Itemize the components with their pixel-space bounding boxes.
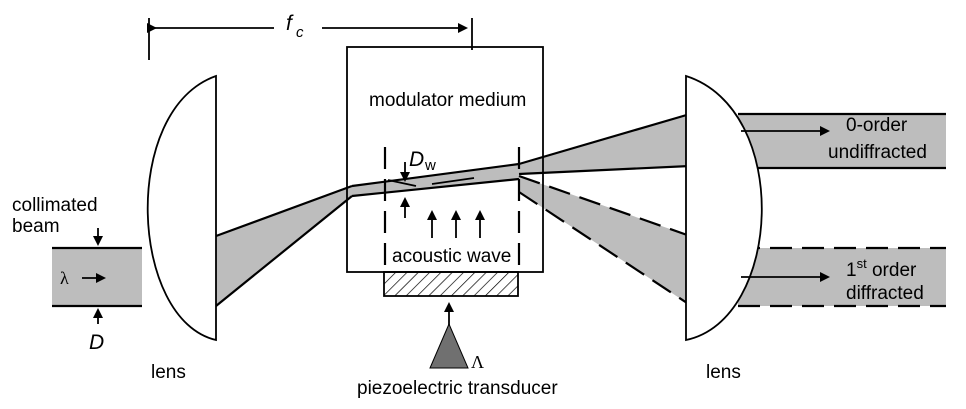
diameter-label: D	[89, 331, 104, 354]
beam-waist-in-medium	[352, 164, 519, 196]
diffracted-label: diffracted	[846, 283, 924, 304]
converging-beam	[216, 186, 352, 306]
undiffracted-label: undiffracted	[828, 142, 927, 163]
left-lens-label: lens	[151, 362, 186, 383]
first-order-superscript: st	[857, 256, 868, 271]
collimated-label: collimated	[12, 195, 98, 216]
focal-length-subscript: c	[296, 24, 304, 41]
first-order-label: 1st order	[846, 256, 917, 281]
zeroth-order-diverging-beam	[519, 114, 690, 174]
transducer-tip	[429, 322, 469, 369]
modulator-medium-label: modulator medium	[369, 90, 526, 111]
beam-edges	[52, 112, 946, 308]
left-lens	[146, 74, 217, 342]
lambda-label: λ	[60, 268, 69, 288]
first-order-number: 1	[846, 260, 857, 281]
acoustic-wave-label: acoustic wave	[392, 246, 511, 267]
zeroth-order-output-beam	[738, 114, 946, 168]
waist-width-label: D	[409, 148, 424, 171]
big-lambda-label: Λ	[471, 352, 484, 372]
right-lens-label: lens	[706, 362, 741, 383]
beam-paths	[52, 114, 946, 306]
focal-length-dimension	[147, 18, 473, 60]
first-order-diverging-beam	[519, 176, 690, 305]
acoustic-wave-arrows	[427, 210, 485, 238]
transducer-block	[383, 271, 519, 297]
right-lens	[685, 74, 763, 342]
transducer-label: piezoelectric transducer	[357, 378, 558, 399]
zeroth-order-label: 0-order	[846, 115, 908, 136]
focal-length-label: f	[286, 12, 294, 35]
waist-width-subscript: w	[424, 157, 436, 174]
first-order-word: order	[867, 260, 917, 281]
beam-label: beam	[12, 216, 60, 237]
modulator-box	[346, 46, 544, 273]
